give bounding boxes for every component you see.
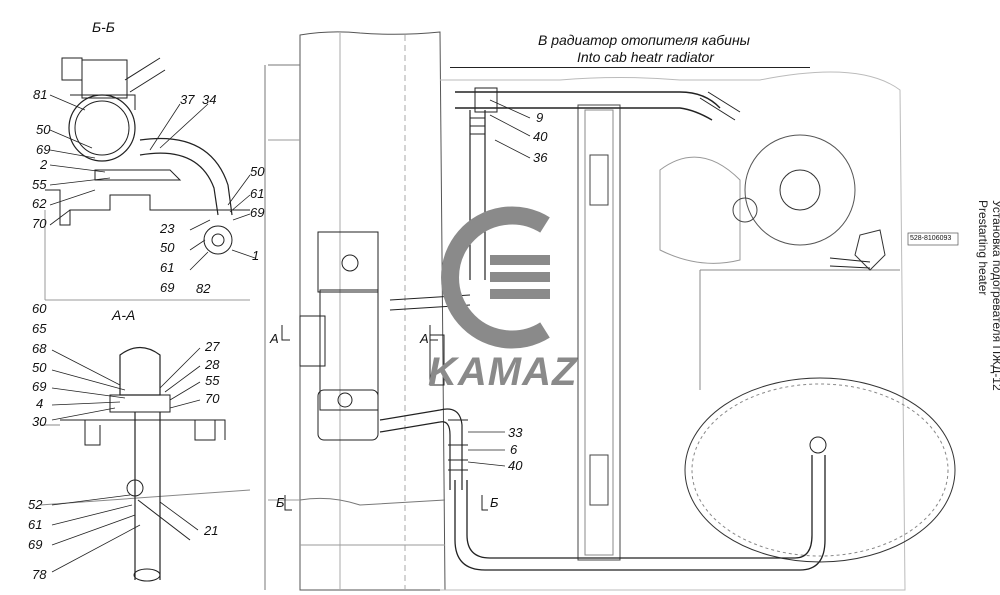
callout-bb: 50 [36,122,51,137]
callout-aa: 69 [28,537,43,552]
callout-bb: 61 [160,260,175,275]
callout-bb: 55 [32,177,47,192]
callout-bb: 69 [160,280,175,295]
side-caption: 53215-8106001-30 Установка подогревателя… [958,200,1000,400]
kamaz-logo-text: KAMAZ [428,350,578,394]
side-caption-en: Prestarting heater [976,200,990,296]
callout-bb: 34 [202,92,217,107]
callout-aa: 27 [205,339,220,354]
callout-aa: 30 [32,414,47,429]
callout-bb: 2 [40,157,48,172]
kamaz-logo-mark [441,206,550,349]
callout-aa: 21 [204,523,219,538]
callout-aa: 55 [205,373,220,388]
callout-bb: 37 [180,92,195,107]
small-tag: 528-8106093 [910,235,952,242]
callout-aa: 69 [32,379,47,394]
callout-aa: 50 [32,360,47,375]
callout-bb: 70 [32,216,47,231]
callout-bb: 61 [250,186,265,201]
callout-bb: 82 [196,281,211,296]
callout-aa: 52 [28,497,43,512]
marker-b-right: Б [490,495,499,510]
callout-aa: 28 [205,357,220,372]
callout-aa: 65 [32,321,47,336]
section-aa-title: А-А [112,307,136,323]
callout-main: 36 [533,150,548,165]
callout-main: 6 [510,442,518,457]
callout-bb: 50 [160,240,175,255]
callout-bb: 69 [36,142,51,157]
callout-aa: 78 [32,567,47,582]
callout-bb: 1 [252,248,260,263]
callout-main: 40 [533,129,548,144]
callout-aa: 68 [32,341,47,356]
callout-bb: 23 [160,221,175,236]
header-underline [450,67,810,68]
header-en: Into cab heatr radiator [577,49,714,65]
callout-bb: 69 [250,205,265,220]
callout-main: 33 [508,425,523,440]
callout-aa: 61 [28,517,43,532]
callout-aa: 60 [32,301,47,316]
marker-a-right: А [420,331,429,346]
callout-main: 40 [508,458,523,473]
marker-a-left: А [270,331,279,346]
marker-b-left: Б [276,495,285,510]
callout-bb: 50 [250,164,265,179]
side-caption-ru: Установка подогревателя ПЖД-12 [990,200,1000,391]
header-ru: В радиатор отопителя кабины [538,32,750,48]
callout-bb: 62 [32,196,47,211]
callout-aa: 4 [36,396,44,411]
callout-bb: 81 [33,87,48,102]
section-bb-title: Б-Б [92,19,115,35]
callout-aa: 70 [205,391,220,406]
callout-main: 9 [536,110,544,125]
